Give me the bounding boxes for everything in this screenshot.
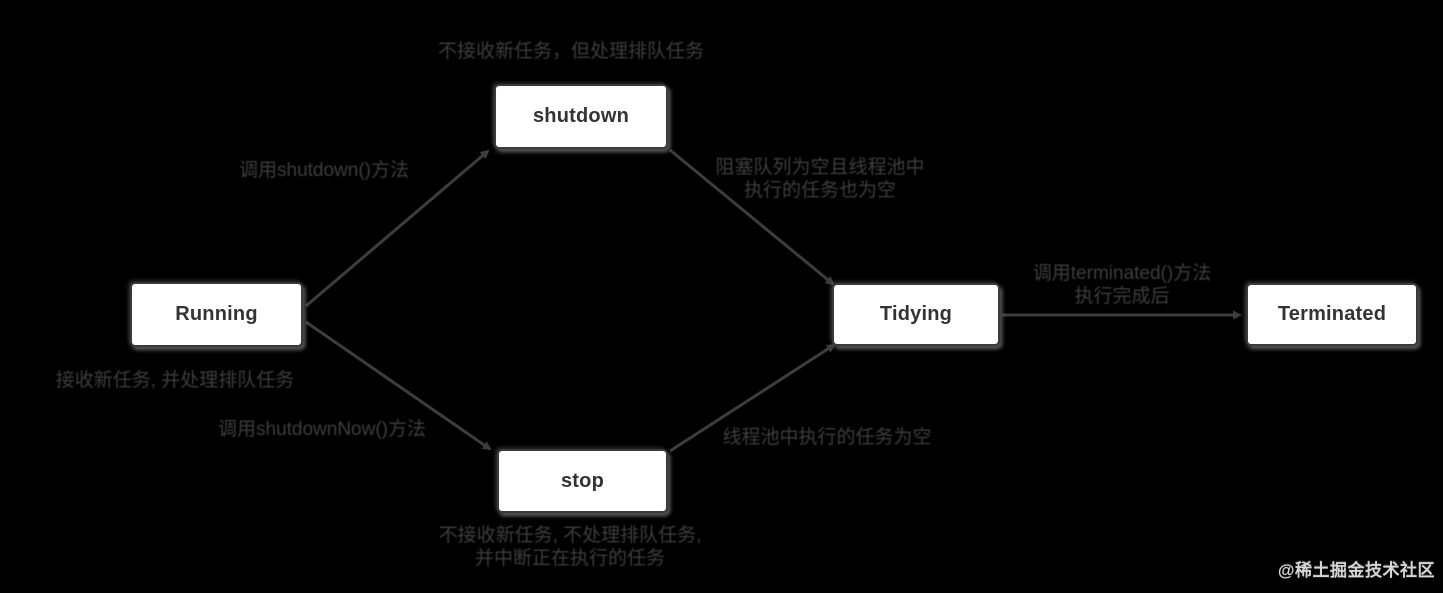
- edge-running-to-stop: [305, 320, 492, 451]
- label-tidying-to-terminated: 调用terminated()方法 执行完成后: [1033, 262, 1211, 308]
- label-shutdown-to-tidying: 阻塞队列为空且线程池中 执行的任务也为空: [715, 156, 924, 202]
- label-shutdown-to-tidying-line2: 执行的任务也为空: [743, 180, 897, 201]
- label-stop-state-desc: 不接收新任务, 不处理排队任务, 并中断正在执行的任务: [439, 524, 702, 570]
- label-running-to-stop: 调用shutdownNow()方法: [218, 419, 426, 440]
- label-stop-state-desc-line1: 不接收新任务, 不处理排队任务,: [438, 525, 702, 546]
- label-tidying-to-terminated-line1: 调用terminated()方法: [1032, 263, 1212, 284]
- node-terminated: Terminated: [1246, 283, 1418, 346]
- edge-stop-to-tidying: [669, 343, 836, 453]
- node-running: Running: [130, 282, 303, 347]
- label-shutdown-state-desc: 不接收新任务，但处理排队任务: [437, 41, 705, 62]
- node-tidying-label: Tidying: [879, 303, 953, 325]
- label-running-state-desc: 接收新任务, 并处理排队任务: [55, 370, 295, 391]
- edge-shutdown-to-tidying: [669, 148, 835, 286]
- watermark: @稀土掘金技术社区: [1277, 561, 1435, 580]
- node-terminated-label: Terminated: [1277, 303, 1387, 325]
- node-shutdown-label: shutdown: [532, 105, 630, 127]
- node-stop: stop: [497, 449, 668, 513]
- label-tidying-to-terminated-line2: 执行完成后: [1074, 286, 1170, 307]
- label-stop-to-tidying: 线程池中执行的任务为空: [722, 427, 932, 448]
- label-stop-state-desc-line2: 并中断正在执行的任务: [474, 548, 665, 569]
- edge-running-to-shutdown: [305, 149, 490, 308]
- label-shutdown-to-tidying-line1: 阻塞队列为空且线程池中: [715, 157, 925, 178]
- label-running-to-shutdown: 调用shutdown()方法: [239, 160, 409, 181]
- node-stop-label: stop: [560, 469, 605, 492]
- node-shutdown: shutdown: [494, 84, 668, 149]
- node-running-label: Running: [175, 303, 258, 325]
- node-tidying: Tidying: [832, 283, 1000, 346]
